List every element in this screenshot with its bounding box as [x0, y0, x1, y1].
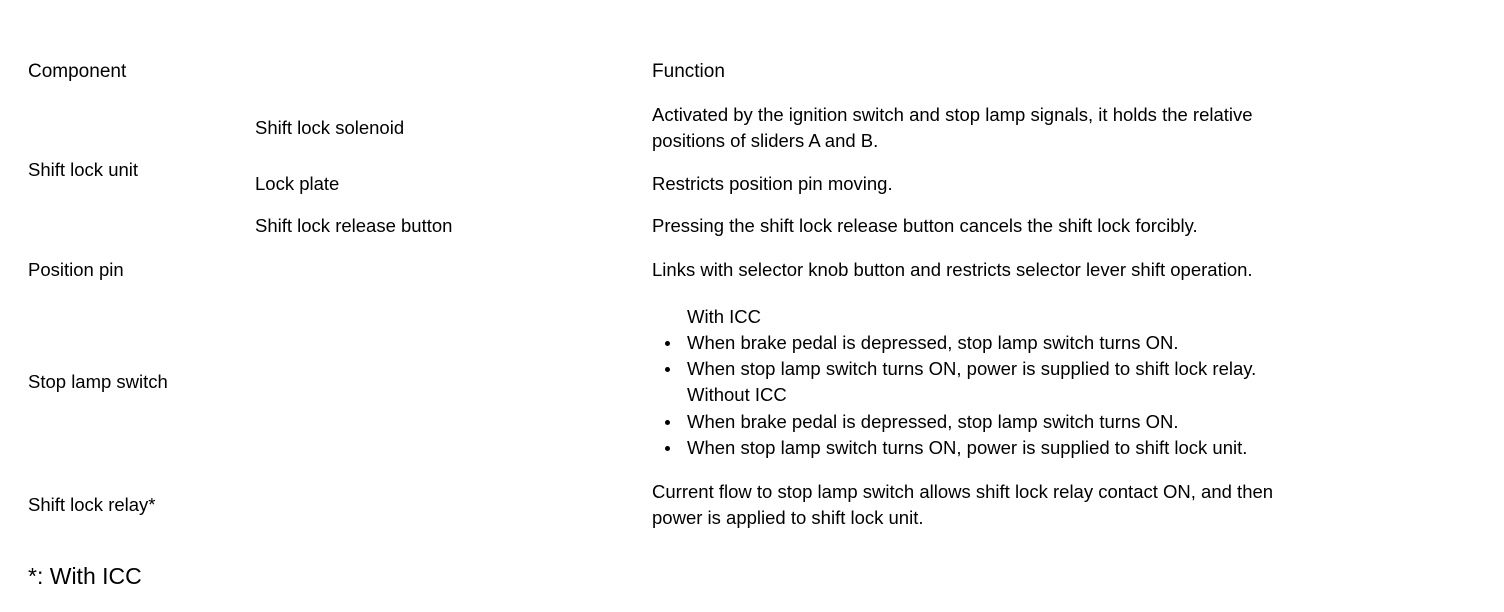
function-line: Activated by the ignition switch and sto…	[652, 104, 1253, 125]
function-shift-lock-release-button: Pressing the shift lock release button c…	[652, 215, 1198, 237]
icc-heading-without: Without ICC	[687, 384, 787, 406]
table-row: Lock plate Restricts position pin moving…	[28, 164, 1446, 206]
table-row: Stop lamp switch With ICC When brake ped…	[28, 294, 1446, 471]
function-line: power is applied to shift lock unit.	[652, 507, 924, 529]
function-line: Current flow to stop lamp switch allows …	[652, 481, 1274, 503]
icc-bullet-list-with: When brake pedal is depressed, stop lamp…	[652, 330, 1446, 383]
icc-conditions-block: With ICC When brake pedal is depressed, …	[652, 294, 1446, 471]
component-group-shift-lock-unit: Shift lock unit	[28, 159, 139, 181]
column-header-function: Function	[652, 61, 725, 83]
function-text-block: Activated by the ignition switch and sto…	[652, 93, 1446, 164]
table-footnote: *: With ICC	[28, 563, 142, 589]
list-item: When stop lamp switch turns ON, power is…	[652, 356, 1446, 382]
function-shift-lock-relay: Current flow to stop lamp switch allows …	[652, 470, 1446, 541]
list-item: When stop lamp switch turns ON, power is…	[652, 435, 1446, 461]
table-row: Shift lock unit Shift lock solenoid Acti…	[28, 93, 1446, 180]
subcomponent-shift-lock-solenoid: Shift lock solenoid	[255, 117, 405, 139]
table-body: Shift lock unit Shift lock solenoid Acti…	[28, 93, 1446, 541]
header-row: Component Function	[28, 52, 1446, 93]
function-lock-plate: Restricts position pin moving.	[652, 173, 893, 195]
list-item: When brake pedal is depressed, stop lamp…	[652, 409, 1446, 435]
component-position-pin: Position pin	[28, 259, 124, 281]
column-header-component: Component	[28, 61, 127, 83]
function-line: positions of sliders A and B.	[652, 130, 879, 152]
list-item: When brake pedal is depressed, stop lamp…	[652, 330, 1446, 356]
table-header: Component Function	[28, 52, 1446, 93]
table-row: Position pin Links with selector knob bu…	[28, 248, 1446, 294]
table-row: Shift lock release button Pressing the s…	[28, 206, 1446, 248]
function-text-block: Current flow to stop lamp switch allows …	[652, 470, 1446, 541]
subcomponent-shift-lock-release-button: Shift lock release button	[255, 215, 453, 237]
function-stop-lamp-switch: With ICC When brake pedal is depressed, …	[652, 294, 1446, 471]
icc-heading-with: With ICC	[687, 305, 762, 327]
icc-bullet-list-without: When brake pedal is depressed, stop lamp…	[652, 409, 1446, 462]
component-stop-lamp-switch: Stop lamp switch	[28, 370, 168, 392]
table-row: Shift lock relay* Current flow to stop l…	[28, 470, 1446, 541]
component-function-table: Component Function Shift lock unit Shift…	[28, 52, 1446, 541]
component-shift-lock-relay: Shift lock relay*	[28, 494, 156, 516]
function-shift-lock-solenoid: Activated by the ignition switch and sto…	[652, 93, 1446, 164]
subcomponent-lock-plate: Lock plate	[255, 173, 340, 195]
function-position-pin: Links with selector knob button and rest…	[652, 259, 1253, 281]
